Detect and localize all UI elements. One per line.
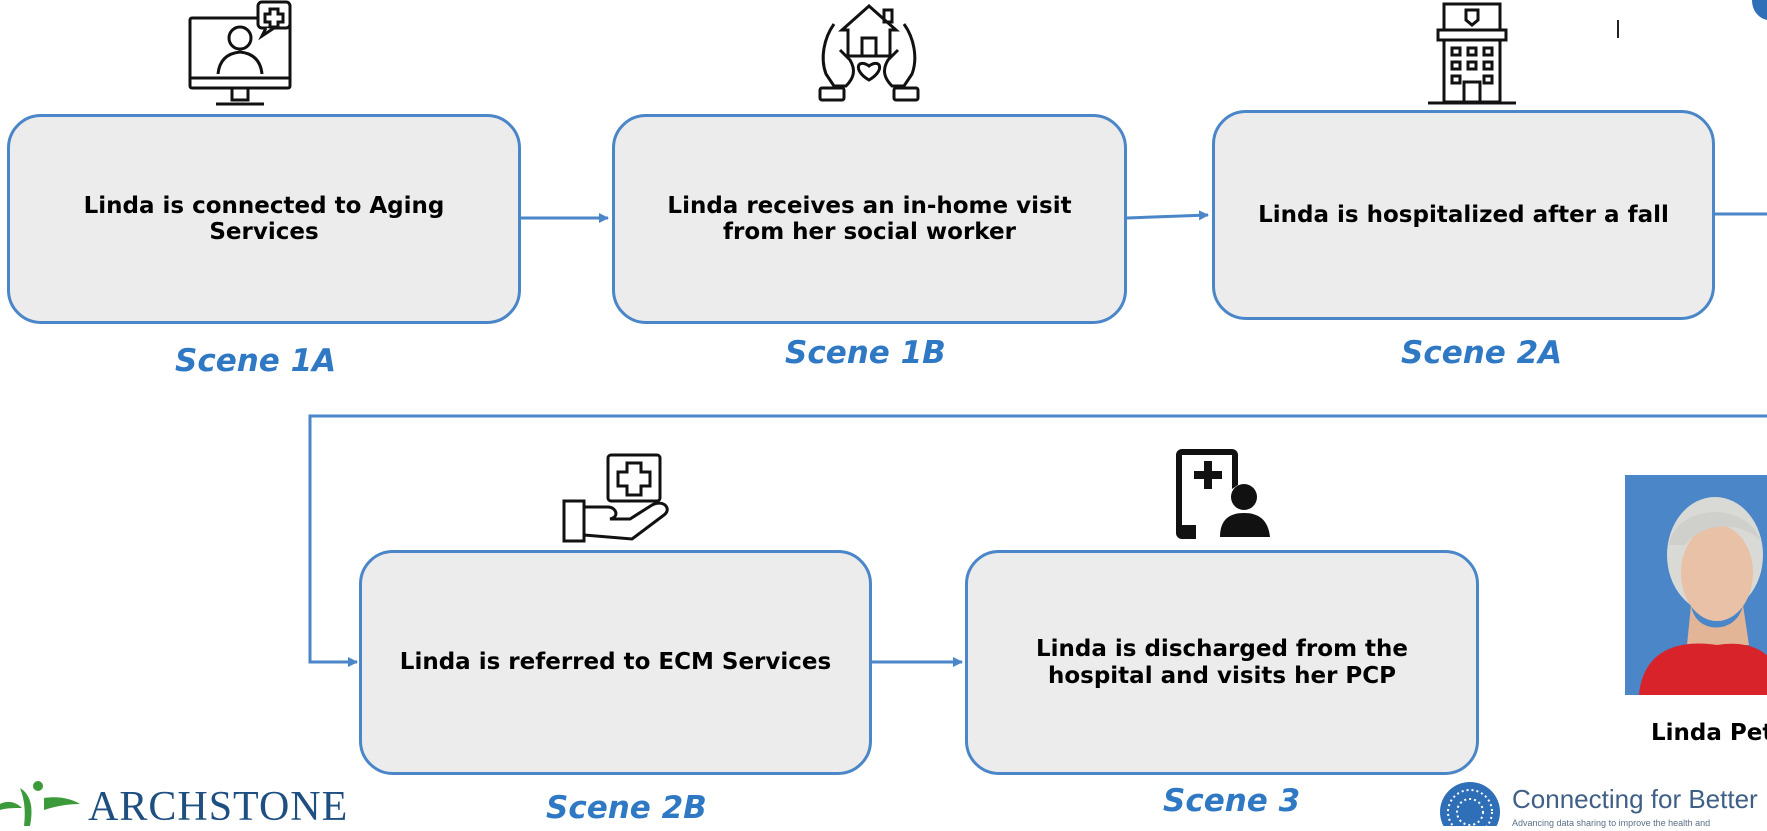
archstone-leaf-logo-icon (0, 781, 80, 826)
home-care-hands-icon (818, 4, 920, 102)
connecting-logo-subtitle: Advancing data sharing to improve the he… (1512, 818, 1711, 828)
step-text-2b: Linda is referred to ECM Services (399, 649, 832, 676)
arrow-1b-to-2a (1126, 210, 1209, 221)
connecting-logo-title: Connecting for Better (1512, 784, 1758, 814)
step-box-3: Linda is discharged from the hospital an… (965, 550, 1479, 775)
step-box-2a: Linda is hospitalized after a fall (1212, 110, 1715, 320)
step-text-3: Linda is discharged from the hospital an… (1035, 636, 1409, 689)
step-text-1b: Linda receives an in-home visit from her… (667, 192, 1072, 245)
doctor-patient-icon (1176, 449, 1270, 539)
profile-photo (1625, 475, 1767, 695)
corner-accent-shape (1752, 0, 1767, 20)
arrow-2a-to-2b-return (308, 414, 1767, 667)
divider (1617, 20, 1619, 38)
step-text-1a: Linda is connected to Aging Services (83, 192, 445, 245)
scene-label-1a: Scene 1A (175, 343, 337, 379)
step-box-2b: Linda is referred to ECM Services (359, 550, 872, 775)
telehealth-monitor-icon (188, 0, 292, 106)
connecting-logo-icon (1440, 782, 1500, 826)
scene-label-2a: Scene 2A (1401, 335, 1563, 371)
step-box-1a: Linda is connected to Aging Services (7, 114, 521, 324)
hospital-building-icon (1428, 2, 1516, 105)
hand-medical-cross-icon (562, 453, 669, 543)
scene-label-1b: Scene 1B (785, 335, 946, 371)
archstone-logo-text: ARCHSTONE (88, 784, 349, 830)
step-box-1b: Linda receives an in-home visit from her… (612, 114, 1127, 324)
scene-label-2b: Scene 2B (546, 790, 707, 826)
profile-caption: Linda Pete (1651, 720, 1767, 746)
scene-label-3: Scene 3 (1163, 783, 1301, 819)
step-text-2a: Linda is hospitalized after a fall (1258, 201, 1669, 228)
